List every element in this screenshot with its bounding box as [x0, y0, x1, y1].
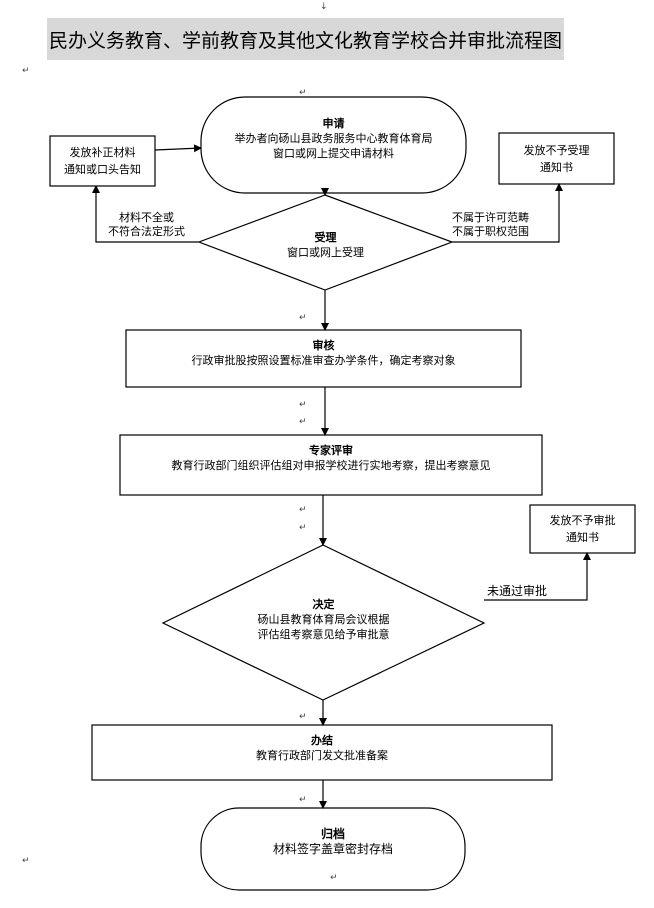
title-banner: 民办义务教育、学前教育及其他文化教育学校合并审批流程图 — [47, 18, 564, 60]
return-mark-2: ↵ — [299, 88, 307, 98]
box-reject-accept-label: 发放不予受理 通知书 — [523, 144, 590, 174]
node-apply-label: 申请 举办者向砀山县政务服务中心教育体育局 窗口或网上提交申请材料 — [234, 117, 433, 160]
box-reject-approve-shape — [529, 504, 636, 554]
arrow-mark: ↓ — [320, 2, 328, 12]
node-decide-label: 决定 砀山县教育体育局会议根据 评估组考察意见给予审批意 — [257, 598, 390, 641]
node-expert-shape — [119, 434, 543, 496]
node-finish-shape — [91, 724, 553, 781]
node-archive-label: 归档 材料签字盖章密封存档 — [272, 827, 393, 856]
node-archive-shape — [200, 807, 466, 891]
return-mark-3: ↵ — [299, 313, 307, 323]
return-mark-6: ↵ — [299, 505, 307, 515]
node-expert-label: 专家评审 教育行政部门组织评估组对申报学校进行实地考察，提出考察意见 — [171, 444, 491, 472]
return-mark-10: ↵ — [22, 856, 30, 866]
node-review-label: 审核 行政审批股按照设置标准审查办学条件，确定考察对象 — [191, 339, 456, 367]
return-mark-4: ↵ — [299, 400, 307, 410]
box-supplement-shape — [49, 135, 156, 187]
return-mark-7: ↵ — [299, 523, 307, 533]
edge-accept-supplement — [92, 185, 199, 243]
box-reject-accept-shape — [498, 132, 615, 185]
return-mark-9: ↵ — [299, 795, 307, 805]
edge-supplement-apply — [154, 144, 202, 153]
return-mark-5: ↵ — [299, 417, 307, 427]
edge-label-out-of-scope: 不属于许可范畴 不属于职权范围 — [452, 211, 529, 238]
edge-label-incomplete: 材料不全或 不符合法定形式 — [108, 211, 185, 238]
return-mark-8: ↵ — [299, 712, 307, 722]
page-title: 民办义务教育、学前教育及其他文化教育学校合并审批流程图 — [49, 29, 563, 52]
edge-accept-reject — [452, 183, 563, 243]
box-reject-approve-label: 发放不予审批 通知书 — [549, 514, 616, 544]
edge-label-not-passed: 未通过审批 — [487, 584, 548, 598]
edge-decide-reject — [484, 552, 591, 601]
box-supplement-label: 发放补正材料 通知或口头告知 — [64, 146, 141, 176]
return-mark-1: ↵ — [22, 66, 30, 76]
return-mark-11: ↵ — [330, 873, 338, 883]
node-accept-label: 受理 窗口或网上受理 — [287, 231, 364, 259]
node-finish-label: 办结 教育行政部门发文批准备案 — [256, 734, 388, 762]
